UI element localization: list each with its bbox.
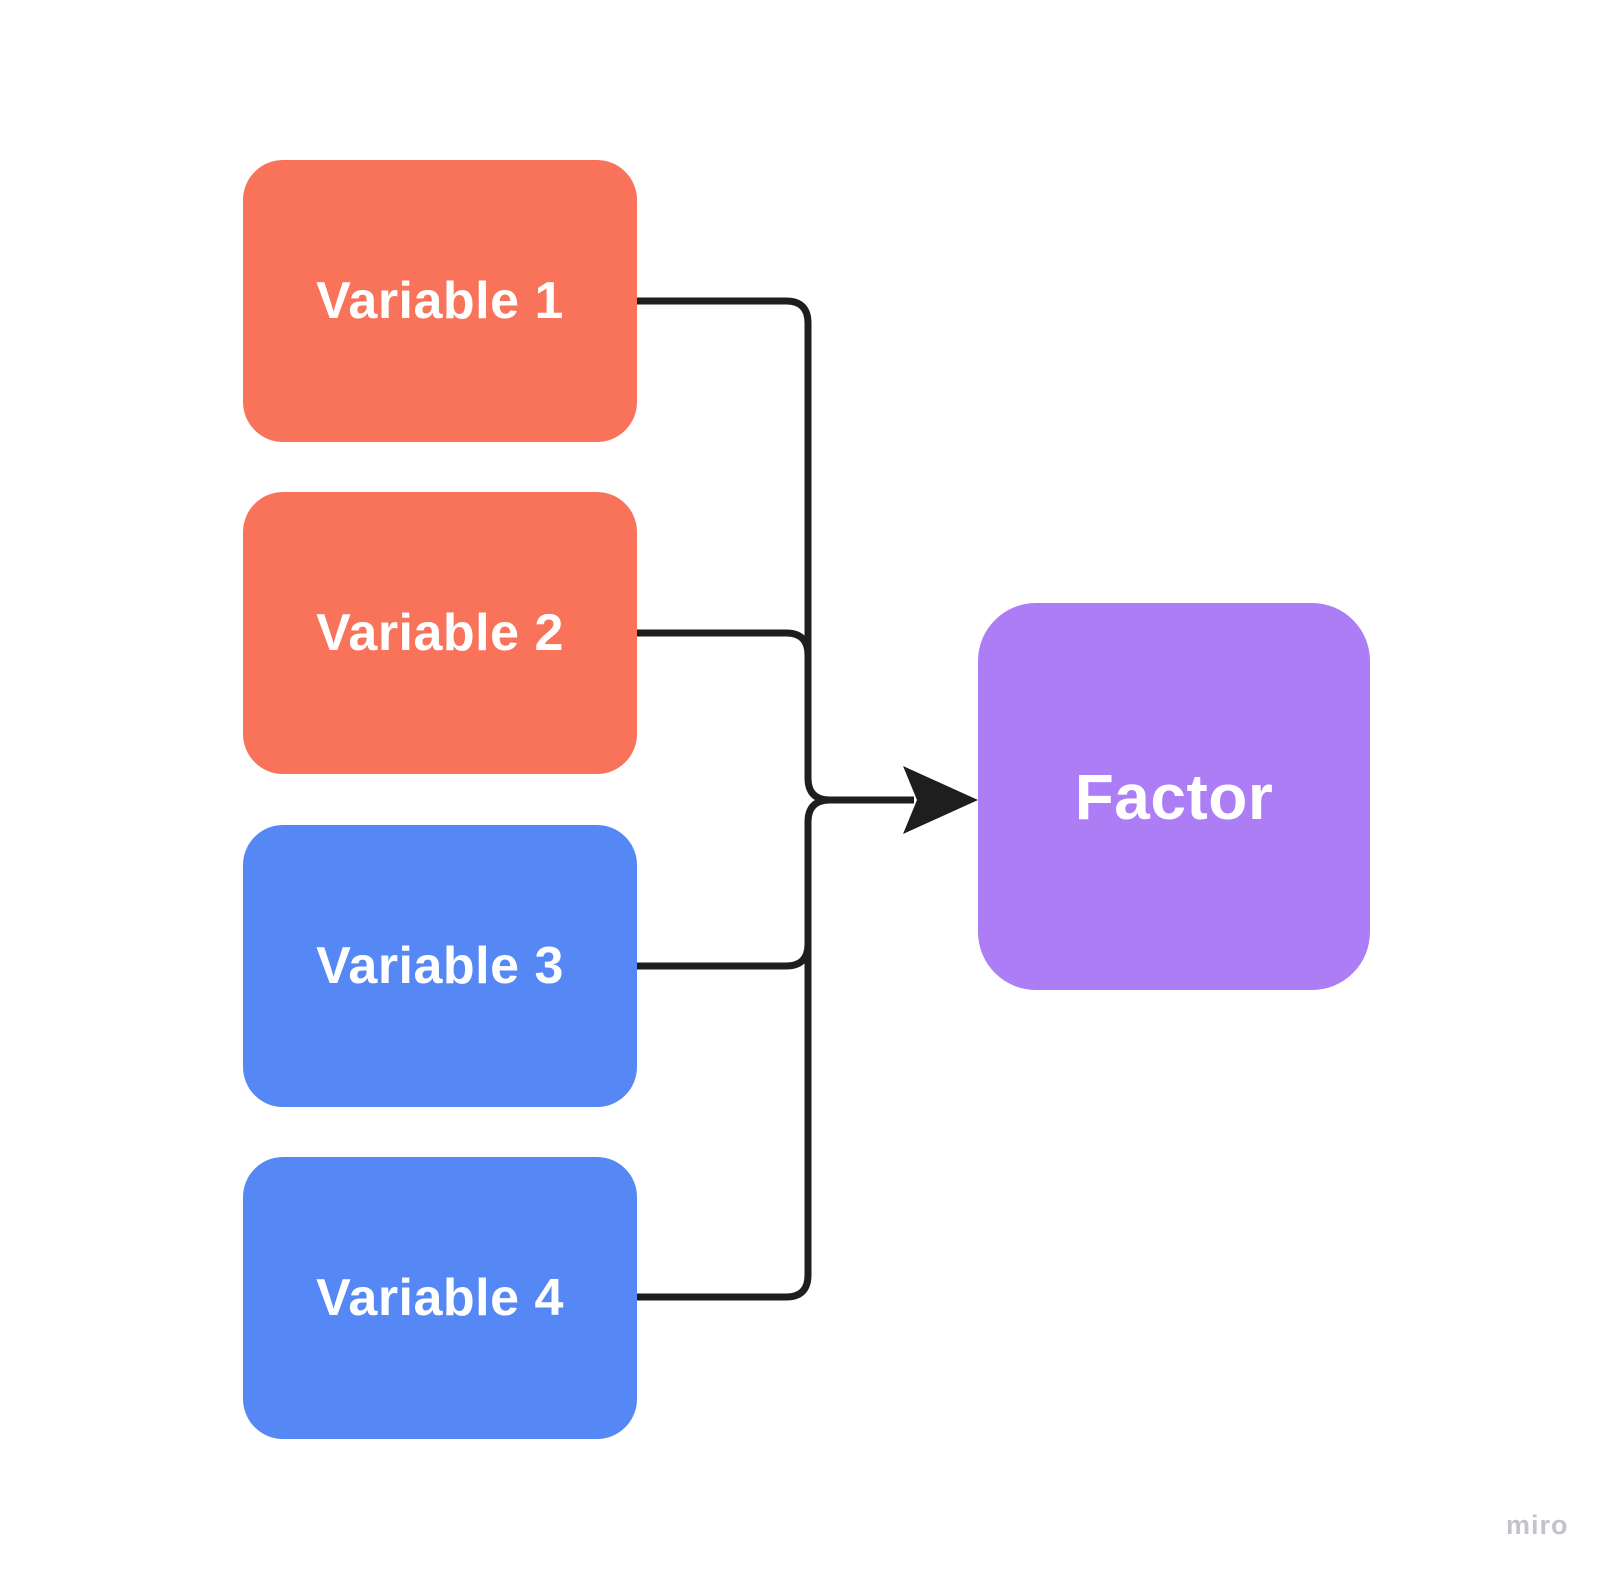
node-variable-4-label: Variable 4 xyxy=(316,1269,564,1327)
node-variable-3-label: Variable 3 xyxy=(316,937,564,995)
connector-variable-2[interactable] xyxy=(637,629,812,656)
node-variable-4[interactable]: Variable 4 xyxy=(243,1157,637,1439)
connector-variable-3[interactable] xyxy=(637,943,812,970)
node-variable-2[interactable]: Variable 2 xyxy=(243,492,637,774)
arrowhead-icon xyxy=(903,766,978,834)
node-variable-2-label: Variable 2 xyxy=(316,604,564,662)
node-variable-3[interactable]: Variable 3 xyxy=(243,825,637,1107)
node-variable-1-label: Variable 1 xyxy=(316,272,564,330)
node-factor[interactable]: Factor xyxy=(978,603,1370,990)
node-factor-label: Factor xyxy=(1074,760,1274,833)
node-variable-1[interactable]: Variable 1 xyxy=(243,160,637,442)
connector-variable-4[interactable] xyxy=(637,796,914,1301)
miro-watermark: miro xyxy=(1506,1510,1569,1540)
connector-variable-1[interactable] xyxy=(637,297,914,804)
